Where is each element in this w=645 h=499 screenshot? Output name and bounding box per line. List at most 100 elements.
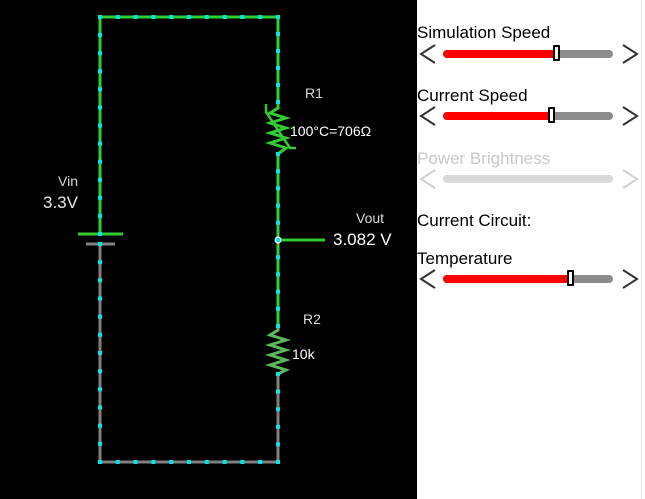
current-dot (276, 460, 280, 464)
current-dot (98, 159, 102, 164)
right-arrow-icon[interactable] (619, 104, 641, 128)
circuit-canvas[interactable]: Vin 3.3V R1 100°C=706Ω Vout 3.082 V R2 1… (0, 0, 417, 499)
simulation-speed-slider[interactable] (417, 42, 641, 66)
right-arrow-icon[interactable] (619, 167, 641, 191)
current-dot (276, 289, 280, 294)
current-dot (276, 255, 280, 260)
current-dot (98, 351, 102, 355)
current-dot (276, 220, 280, 225)
current-dot (276, 272, 280, 277)
right-arrow-icon[interactable] (619, 267, 641, 291)
current-dot (98, 105, 102, 110)
current-dot (187, 460, 191, 464)
current-dot (133, 460, 138, 464)
vin-label: Vin (58, 173, 78, 189)
r1-label: R1 (305, 85, 323, 101)
slider-track[interactable] (443, 107, 613, 123)
r1-value: 100°C=706Ω (290, 123, 372, 139)
left-arrow-icon[interactable] (417, 167, 439, 191)
slider-fill (443, 275, 571, 283)
circuit-diagram[interactable] (0, 0, 417, 499)
current-dot (187, 15, 191, 19)
left-arrow-icon[interactable] (417, 42, 439, 66)
slider-thumb[interactable] (548, 107, 555, 123)
r2-label: R2 (303, 311, 321, 327)
slider-track[interactable] (443, 270, 613, 286)
current-dot (222, 460, 227, 464)
current-dot (276, 169, 280, 174)
current-dot (98, 387, 102, 392)
current-dot (98, 195, 102, 200)
simulation-speed-label: Simulation Speed (417, 23, 551, 42)
vin-value: 3.3V (43, 193, 78, 212)
current-dot (240, 15, 245, 19)
current-dot (276, 152, 280, 156)
control-panel: Simulation Speed Current Speed Power Bri… (417, 0, 641, 499)
current-speed-slider[interactable] (417, 104, 641, 128)
slider-track[interactable] (443, 175, 613, 183)
current-dot (98, 441, 102, 446)
current-dot (276, 389, 280, 394)
slider-fill (443, 50, 557, 58)
current-dots (98, 15, 280, 464)
current-dot (204, 15, 209, 19)
right-arrow-icon[interactable] (619, 42, 641, 66)
current-dot (276, 407, 280, 412)
current-dot (151, 15, 156, 19)
current-dot (98, 141, 102, 146)
current-dot (258, 15, 263, 19)
current-circuit-label: Current Circuit: (417, 211, 532, 230)
current-dot (98, 460, 102, 464)
current-dot (98, 69, 102, 74)
current-dot (98, 177, 102, 182)
current-dot (169, 460, 174, 464)
current-dot (276, 306, 280, 311)
current-dot (276, 186, 280, 191)
current-dot (276, 424, 280, 429)
current-dot (115, 460, 120, 464)
current-dot (276, 324, 280, 328)
current-dot (276, 442, 280, 447)
current-dot (98, 423, 102, 428)
power-brightness-label: Power Brightness (417, 149, 551, 168)
current-dot (204, 460, 209, 464)
current-dot (276, 100, 280, 104)
current-dot (98, 123, 102, 128)
current-dot (276, 15, 280, 19)
current-dot (98, 51, 102, 56)
thermistor-r1[interactable] (264, 102, 296, 156)
current-dot (222, 15, 227, 19)
temperature-slider[interactable] (417, 267, 641, 291)
panel-divider (641, 0, 645, 499)
current-dot (98, 260, 102, 265)
current-dot (276, 372, 280, 376)
current-dot (98, 314, 102, 319)
current-dot (98, 332, 102, 337)
slider-fill (443, 112, 552, 120)
current-speed-label: Current Speed (417, 86, 528, 105)
current-dot (98, 405, 102, 410)
current-dot (276, 66, 280, 70)
slider-track[interactable] (443, 45, 613, 61)
current-dot (98, 87, 102, 92)
current-dot (98, 296, 102, 301)
slider-thumb[interactable] (567, 270, 574, 286)
current-dot (151, 460, 156, 464)
current-dot (98, 242, 102, 246)
current-dot (98, 232, 102, 236)
vout-label: Vout (356, 210, 385, 226)
current-dot (276, 32, 280, 36)
r2-value: 10k (292, 346, 315, 362)
current-dot (115, 15, 120, 19)
current-dot (133, 15, 138, 19)
current-dot (98, 15, 102, 19)
slider-thumb[interactable] (553, 45, 560, 61)
left-arrow-icon[interactable] (417, 104, 439, 128)
left-arrow-icon[interactable] (417, 267, 439, 291)
current-dot (276, 49, 280, 53)
power-brightness-slider[interactable] (417, 167, 641, 191)
current-dot (276, 203, 280, 208)
current-dot (240, 460, 245, 464)
resistor-r2[interactable] (264, 326, 292, 376)
